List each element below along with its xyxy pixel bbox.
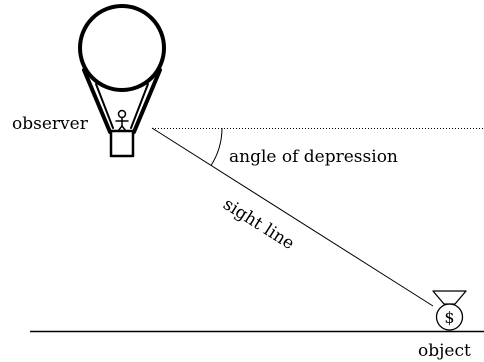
angle-label: angle of depression — [229, 147, 398, 167]
balloon-envelope — [78, 4, 166, 92]
sight-line-label: sight line — [219, 194, 297, 254]
balloon-basket — [109, 129, 135, 158]
hot-air-balloon-icon — [78, 4, 166, 158]
money-bag-body — [435, 303, 464, 331]
sight-line — [151, 127, 434, 307]
balloon-rope-inner-left — [95, 83, 114, 129]
object-label: object — [418, 341, 471, 361]
stick-figure-icon — [115, 109, 129, 132]
money-symbol: $ — [444, 308, 454, 327]
money-bag-icon: $ — [432, 290, 467, 331]
balloon-rope-inner-right — [130, 83, 149, 129]
observer-label: observer — [12, 114, 89, 134]
balloon-rope-left — [82, 68, 112, 134]
money-bag-top — [432, 290, 467, 305]
angle-arc — [210, 127, 223, 166]
balloon-rope-right — [132, 68, 162, 134]
